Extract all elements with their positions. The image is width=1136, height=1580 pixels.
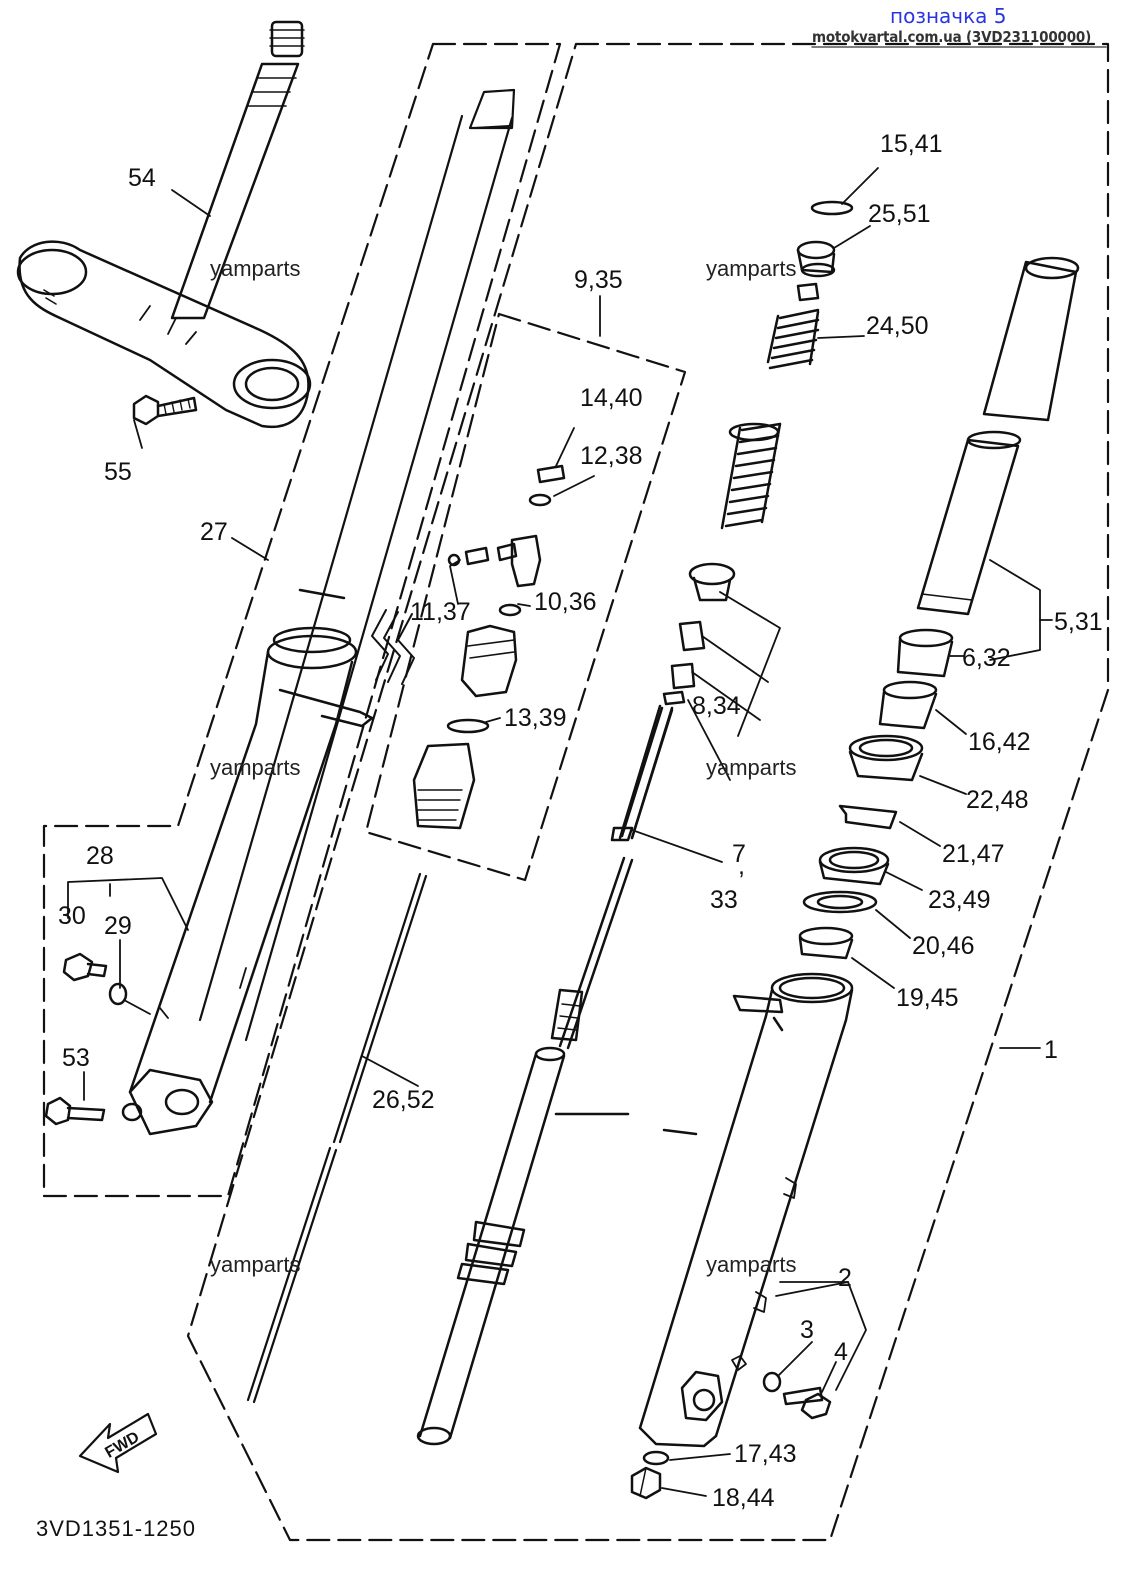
callout-26-52: 26,52	[372, 1086, 435, 1114]
callout-33: 33	[710, 886, 738, 914]
damper-tubes	[246, 872, 428, 1404]
callout-27: 27	[200, 518, 228, 546]
part-54-steering-stem	[170, 20, 305, 320]
callout-54: 54	[128, 164, 156, 192]
part-21-47-clip	[838, 804, 898, 830]
part-16-42-bushing	[878, 680, 938, 730]
callout-55: 55	[104, 458, 132, 486]
fwd-arrow	[78, 1412, 158, 1474]
part-25-51	[796, 240, 836, 278]
under-bracket	[16, 240, 312, 429]
part-cartridge-nut	[460, 624, 518, 698]
callout-2: 2	[838, 1264, 852, 1292]
callout-12-38: 12,38	[580, 442, 643, 470]
callout-24-50: 24,50	[866, 312, 929, 340]
break-marks	[371, 609, 415, 685]
part-4-bolt	[782, 1386, 832, 1420]
part-main-spring	[720, 422, 782, 530]
part-29-washer	[108, 982, 128, 1006]
part-23-49-seal	[818, 846, 890, 886]
diagram-code: 3VD1351-1250	[36, 1516, 197, 1541]
callout-28: 28	[86, 842, 114, 870]
callout-23-49: 23,49	[928, 886, 991, 914]
boundary-right-main	[186, 42, 1110, 1542]
callout-25-51: 25,51	[868, 200, 931, 228]
part-17-43-washer	[642, 1450, 670, 1466]
part-19-45-bushing	[798, 926, 854, 960]
callout-18-44: 18,44	[712, 1484, 775, 1512]
callout-1: 1	[1044, 1036, 1058, 1064]
part-cap-bolt	[688, 562, 736, 602]
callout-5-31: 5,31	[1054, 608, 1103, 636]
callout-16-42: 16,42	[968, 728, 1031, 756]
part-27-outer-tube	[128, 588, 374, 1136]
part-10-36	[498, 603, 522, 617]
part-14-40	[536, 464, 566, 484]
callout-9-35: 9,35	[574, 266, 623, 294]
callout-15-41: 15,41	[880, 130, 943, 158]
part-3-washer	[762, 1371, 782, 1393]
part-7-33-rod	[620, 706, 698, 1136]
part-12-38	[528, 493, 552, 507]
part-cartridge-cap	[412, 742, 476, 830]
callout-7: 7	[732, 840, 746, 868]
part-55-bolt	[132, 394, 198, 426]
callout-19-45: 19,45	[896, 984, 959, 1012]
part-53-bolt	[44, 1096, 143, 1126]
callout-7-separator: ,	[738, 852, 745, 880]
callout-20-46: 20,46	[912, 932, 975, 960]
leader-lines	[67, 167, 1053, 1497]
part-18-44-bolt	[630, 1466, 662, 1500]
watermark: yamparts	[210, 1252, 300, 1277]
part-8-34-spacer	[662, 620, 706, 706]
callout-labels: 54 55 27 28 30 29 53 9,35 14,40 12,38 11…	[58, 130, 1103, 1512]
part-6-32-bushing	[896, 628, 954, 678]
part-24-50-spring-short	[766, 308, 820, 370]
watermark: yamparts	[706, 256, 796, 281]
part-15-41	[810, 200, 854, 216]
watermarks: yamparts yamparts yamparts yamparts yamp…	[210, 256, 796, 1277]
page-marker-title: позначка 5	[890, 4, 1007, 28]
watermark: yamparts	[706, 755, 796, 780]
part-26-52-rod	[550, 704, 674, 1050]
callout-3: 3	[800, 1316, 814, 1344]
watermark: yamparts	[706, 1252, 796, 1277]
watermark: yamparts	[210, 256, 300, 281]
part-2-drain	[731, 1355, 747, 1371]
callout-14-40: 14,40	[580, 384, 643, 412]
watermark: yamparts	[210, 755, 300, 780]
part-valve-body	[447, 534, 542, 588]
callout-8-34: 8,34	[692, 692, 741, 720]
part-1-outer-tube	[638, 972, 854, 1448]
callout-17-43: 17,43	[734, 1440, 797, 1468]
part-spring-seat	[796, 282, 820, 302]
source-reference: motokvartal.com.ua (3VD231100000)	[812, 28, 1092, 46]
part-13-39	[446, 718, 490, 734]
group-boundaries	[42, 42, 1110, 1542]
callout-4: 4	[834, 1338, 848, 1366]
callout-21-47: 21,47	[942, 840, 1005, 868]
part-damper-rod	[416, 1046, 630, 1446]
callout-13-39: 13,39	[504, 704, 567, 732]
callout-30: 30	[58, 902, 86, 930]
inner-tube-outline	[198, 88, 516, 1042]
boundary-outer-left	[42, 42, 562, 1198]
part-5-31-inner-tube	[916, 256, 1080, 616]
part-22-48-seal	[848, 734, 924, 782]
callout-10-36: 10,36	[534, 588, 597, 616]
callout-22-48: 22,48	[966, 786, 1029, 814]
callout-53: 53	[62, 1044, 90, 1072]
callout-29: 29	[104, 912, 132, 940]
boundary-cartridge	[364, 312, 687, 882]
callout-6-32: 6,32	[962, 644, 1011, 672]
part-20-46-washer	[802, 890, 878, 914]
callout-11-37: 11,37	[410, 598, 471, 626]
part-30-bolt	[62, 952, 108, 982]
